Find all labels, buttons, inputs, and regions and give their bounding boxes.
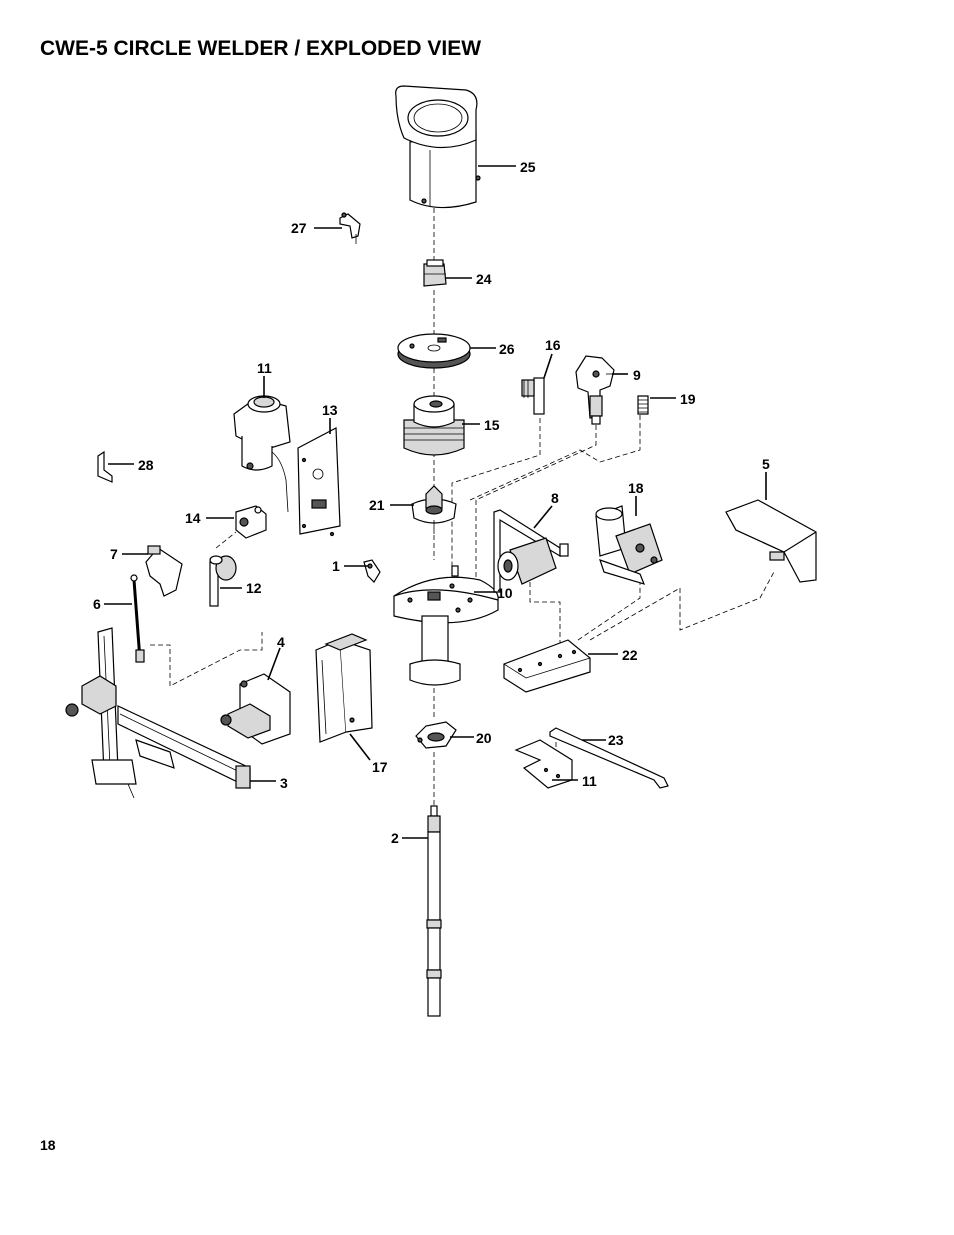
- part-22-base-plate: [503, 639, 591, 693]
- callout-8: 8: [551, 490, 559, 506]
- callout-22: 22: [622, 647, 638, 663]
- part-7-clamp: [145, 545, 183, 597]
- page-title: CWE-5 CIRCLE WELDER / EXPLODED VIEW: [40, 37, 482, 60]
- part-10-pedestal-table: [393, 565, 499, 686]
- part-18-gear-motor: [595, 505, 663, 585]
- callout-4: 4: [277, 634, 285, 650]
- callout-28: 28: [138, 457, 154, 473]
- part-26-disk: [397, 333, 471, 369]
- callout-25: 25: [520, 159, 536, 175]
- callout-23: 23: [608, 732, 624, 748]
- callout-26: 26: [499, 341, 515, 357]
- callout-11-upper: 11: [257, 360, 272, 376]
- part-23-strap: [549, 727, 669, 789]
- callout-labels: 25 27 24 26 16 9 19 11 13 15 28 5 18 8 2…: [93, 159, 770, 846]
- callout-2: 2: [391, 830, 399, 846]
- part-8-motor-bracket: [493, 509, 569, 593]
- callout-20: 20: [476, 730, 492, 746]
- part-5-cover: [725, 499, 817, 583]
- part-3-carriage-frame: [65, 627, 251, 799]
- callout-19: 19: [680, 391, 696, 407]
- callout-17: 17: [372, 759, 388, 775]
- callout-13: 13: [322, 402, 338, 418]
- part-15-magnet-assembly: [403, 395, 465, 456]
- leader-lines: [104, 165, 767, 839]
- callout-27: 27: [291, 220, 307, 236]
- part-11-lower-bracket: [514, 739, 573, 789]
- part-9-valve: [575, 355, 620, 425]
- part-13-control-panel: [297, 427, 341, 537]
- callout-24: 24: [476, 271, 492, 287]
- callout-15: 15: [484, 417, 500, 433]
- part-27-bracket: [339, 212, 361, 244]
- part-16-terminal-switch: [521, 377, 545, 415]
- callout-6: 6: [93, 596, 101, 612]
- part-21-bearing: [411, 485, 457, 534]
- callout-21: 21: [369, 497, 385, 513]
- part-4-slide-block: [220, 673, 291, 745]
- part-11-drive-motor: [233, 395, 291, 513]
- part-28-bracket: [97, 450, 113, 483]
- part-1-fastener: [363, 559, 381, 583]
- part-14-potentiometer: [235, 505, 267, 539]
- part-19-spring: [637, 395, 649, 415]
- callout-5: 5: [762, 456, 770, 472]
- callout-10: 10: [497, 585, 513, 601]
- part-17-mounting-bracket: [315, 633, 373, 743]
- part-20-lower-bearing: [415, 721, 457, 749]
- page-number: 18: [40, 1137, 56, 1153]
- part-6-rod: [130, 574, 145, 663]
- callout-3: 3: [280, 775, 288, 791]
- callout-11-lower: 11: [582, 773, 597, 789]
- callout-9: 9: [633, 367, 641, 383]
- callout-18: 18: [628, 480, 644, 496]
- callout-16: 16: [545, 337, 561, 353]
- callout-7: 7: [110, 546, 118, 562]
- callout-12: 12: [246, 580, 262, 596]
- part-25-shroud: [395, 85, 481, 209]
- callout-14: 14: [185, 510, 201, 526]
- part-12-roller-arm: [209, 555, 237, 607]
- part-2-shaft: [426, 805, 442, 1017]
- callout-1: 1: [332, 558, 340, 574]
- part-24-coupling: [423, 259, 447, 287]
